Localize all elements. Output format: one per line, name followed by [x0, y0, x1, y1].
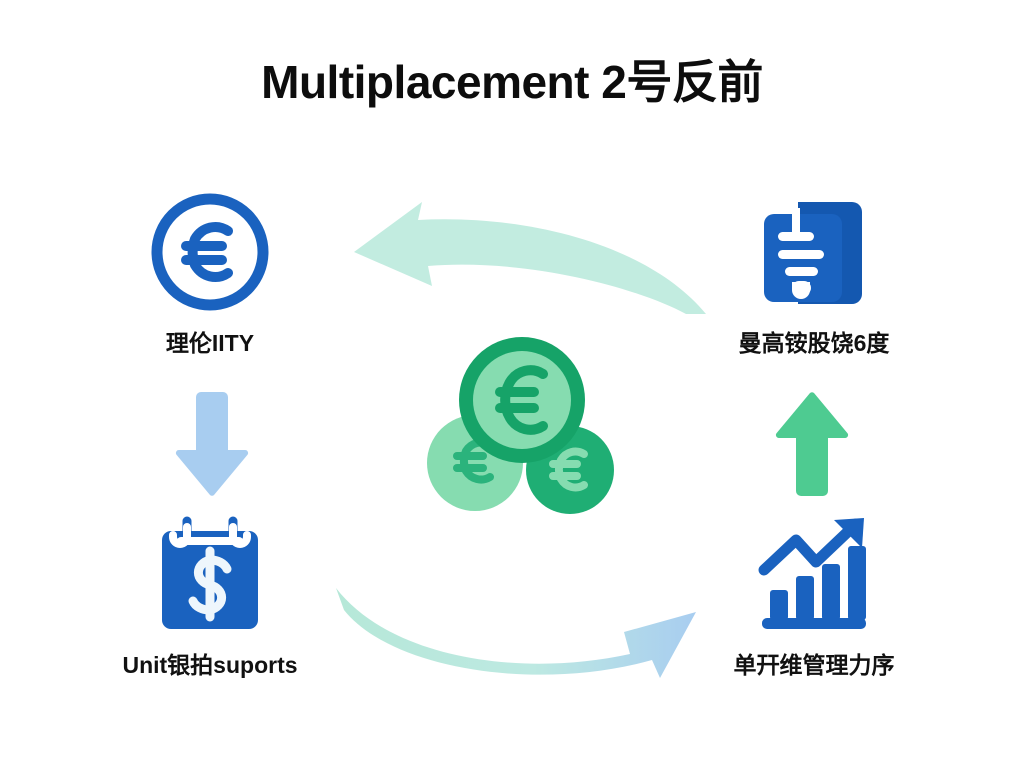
arrow-up-icon — [772, 388, 852, 500]
euro-coins-icon — [412, 330, 632, 530]
node-top-right[interactable]: 曼高铵股饶6度 — [684, 182, 944, 358]
growth-bar-chart-icon — [684, 504, 944, 644]
node-bottom-left[interactable]: Unit银拍suports — [80, 504, 340, 680]
node-label-bottom-right: 单幵维管理力序 — [733, 652, 895, 678]
node-label-top-left: 理伦IITY — [165, 330, 255, 356]
arrow-down-icon — [172, 388, 252, 500]
node-label-bottom-left: Unit银拍suports — [122, 652, 298, 678]
curved-arrow-right-icon — [330, 566, 710, 686]
node-bottom-right[interactable]: 单幵维管理力序 — [684, 504, 944, 680]
calendar-dollar-icon — [80, 504, 340, 644]
document-stack-icon — [684, 182, 944, 322]
euro-circle-icon — [80, 182, 340, 322]
curved-arrow-left-icon — [330, 196, 710, 316]
node-top-left[interactable]: 理伦IITY — [80, 182, 340, 358]
page-title: Multiplacement 2号反前 — [261, 56, 763, 108]
node-label-top-right: 曼高铵股饶6度 — [738, 330, 890, 356]
coin-large — [459, 337, 585, 463]
